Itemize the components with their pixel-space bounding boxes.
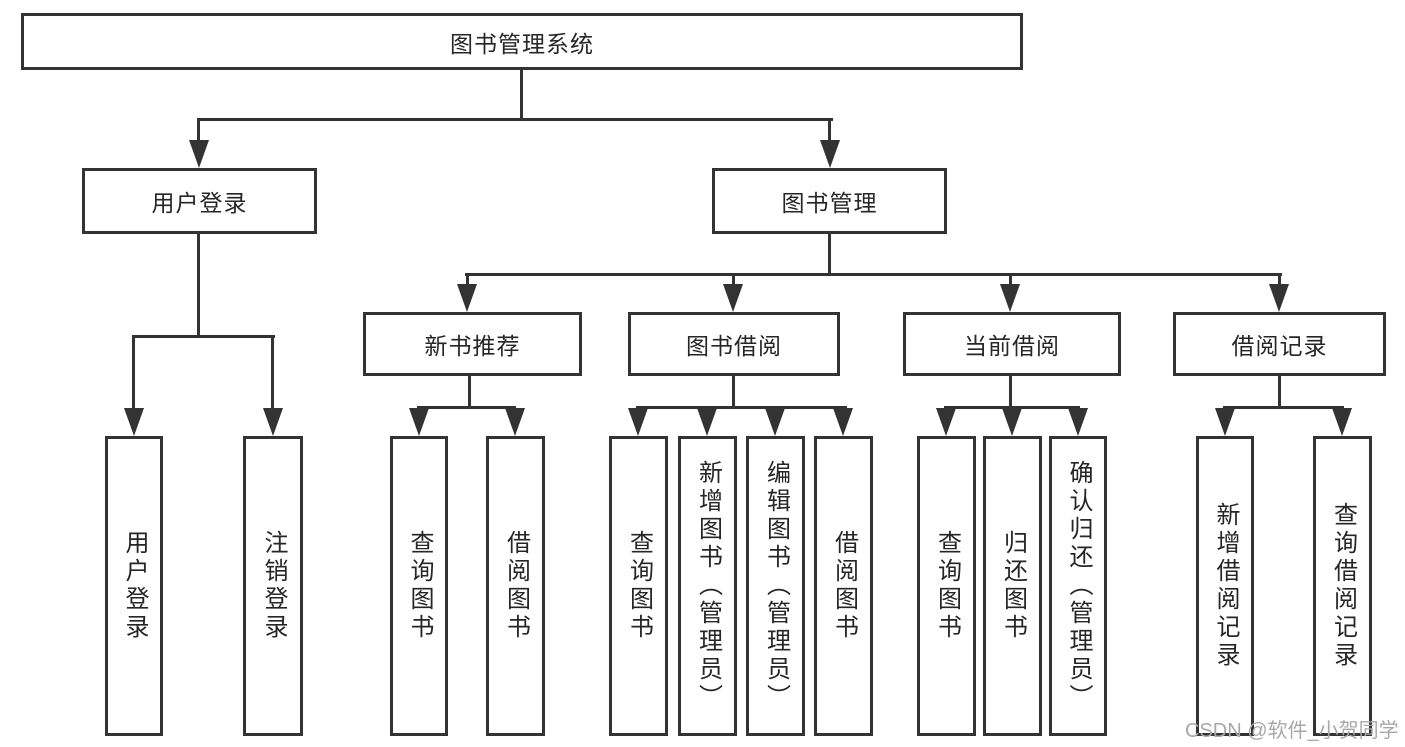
arrowhead-down-icon: [833, 408, 853, 436]
node-current-borrowing: 当前借阅: [903, 312, 1121, 376]
node-borrowing-records: 借阅记录: [1173, 312, 1386, 376]
leaf-br-add-record: 新增借阅记录: [1196, 436, 1254, 736]
leaf-rec-borrow-books: 借阅图书: [486, 436, 545, 736]
connector-line: [636, 406, 847, 409]
leaf-rec-query-books: 查询图书: [390, 436, 448, 736]
arrowhead-down-icon: [1332, 408, 1352, 436]
arrowhead-down-icon: [1000, 284, 1020, 312]
leaf-bb-borrow-books: 借阅图书: [814, 436, 873, 736]
node-user-login: 用户登录: [82, 168, 317, 234]
csdn-watermark: CSDN @软件_小贺同学: [1185, 720, 1399, 742]
connector-line: [417, 406, 516, 409]
connector-line: [1278, 376, 1281, 406]
arrowhead-down-icon: [409, 408, 429, 436]
arrowhead-down-icon: [628, 408, 648, 436]
arrowhead-down-icon: [936, 408, 956, 436]
connector-line: [197, 234, 200, 335]
arrowhead-down-icon: [723, 284, 743, 312]
connector-line: [1009, 376, 1012, 406]
connector-line: [1009, 276, 1012, 286]
connector-line: [197, 118, 833, 121]
connector-line: [271, 338, 274, 408]
arrowhead-down-icon: [263, 408, 283, 436]
leaf-bb-edit-books-admin: 编辑图书（管理员）: [746, 436, 805, 736]
connector-line: [1223, 406, 1344, 409]
connector-line: [944, 406, 1080, 409]
node-book-management: 图书管理: [712, 168, 947, 234]
connector-line: [197, 121, 200, 141]
leaf-logout: 注销登录: [243, 436, 303, 736]
arrowhead-down-icon: [820, 140, 840, 168]
leaf-br-query-record: 查询借阅记录: [1313, 436, 1372, 736]
connector-line: [132, 338, 135, 408]
arrowhead-down-icon: [1002, 408, 1022, 436]
connector-line: [732, 376, 735, 406]
leaf-cb-query-books: 查询图书: [917, 436, 976, 736]
node-book-borrowing: 图书借阅: [628, 312, 840, 376]
connector-line: [1278, 276, 1281, 286]
leaf-user-login: 用户登录: [105, 436, 163, 736]
leaf-cb-confirm-return-admin: 确认归还（管理员）: [1049, 436, 1107, 736]
leaf-bb-query-books: 查询图书: [609, 436, 668, 736]
arrowhead-down-icon: [697, 408, 717, 436]
connector-line: [520, 70, 523, 118]
arrowhead-down-icon: [1068, 408, 1088, 436]
arrowhead-down-icon: [457, 284, 477, 312]
connector-line: [132, 335, 275, 338]
arrowhead-down-icon: [765, 408, 785, 436]
arrowhead-down-icon: [505, 408, 525, 436]
arrowhead-down-icon: [189, 140, 209, 168]
node-new-book-recommendation: 新书推荐: [363, 312, 582, 376]
arrowhead-down-icon: [1215, 408, 1235, 436]
leaf-bb-add-books-admin: 新增图书（管理员）: [678, 436, 737, 736]
connector-line: [828, 234, 831, 273]
node-root: 图书管理系统: [21, 13, 1023, 70]
arrowhead-down-icon: [1269, 284, 1289, 312]
arrowhead-down-icon: [124, 408, 144, 436]
connector-line: [828, 121, 831, 141]
connector-line: [465, 273, 1282, 276]
connector-line: [732, 276, 735, 286]
leaf-cb-return-books: 归还图书: [983, 436, 1042, 736]
connector-line: [466, 276, 469, 286]
connector-line: [468, 376, 471, 406]
